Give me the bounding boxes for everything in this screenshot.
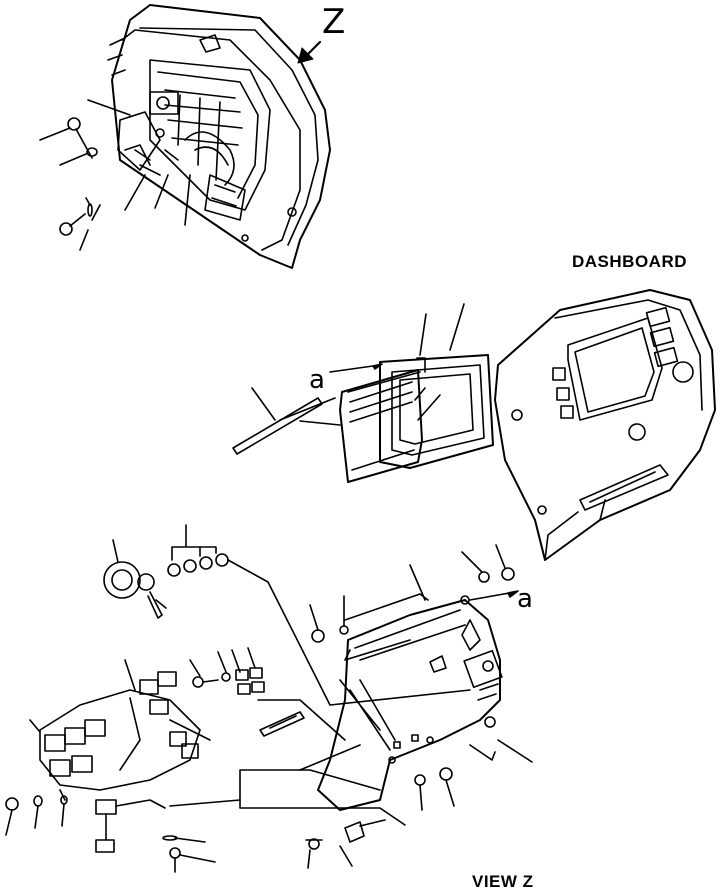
bottom-fasteners bbox=[5, 544, 515, 873]
callout-a-bottom: a bbox=[517, 584, 533, 614]
middle-leaders bbox=[251, 303, 465, 426]
dashboard-front bbox=[494, 289, 716, 561]
key-switch-group bbox=[103, 524, 229, 619]
monitor-unit bbox=[339, 354, 494, 483]
rod-part bbox=[232, 397, 323, 455]
callout-a-top: a bbox=[309, 365, 325, 395]
wiring-harness bbox=[29, 659, 211, 853]
cushion-strip bbox=[259, 711, 305, 737]
z-marker-label: Z bbox=[322, 2, 346, 42]
view-z-caption: VIEW Z bbox=[472, 872, 534, 889]
relay-group bbox=[231, 647, 265, 695]
dashboard-rear-assembly bbox=[107, 4, 331, 269]
view-z-arrow bbox=[297, 40, 322, 64]
bracket-frame bbox=[317, 593, 533, 811]
dashboard-caption: DASHBOARD bbox=[572, 252, 687, 271]
top-fasteners bbox=[39, 99, 191, 251]
bottom-leaders bbox=[169, 559, 519, 826]
